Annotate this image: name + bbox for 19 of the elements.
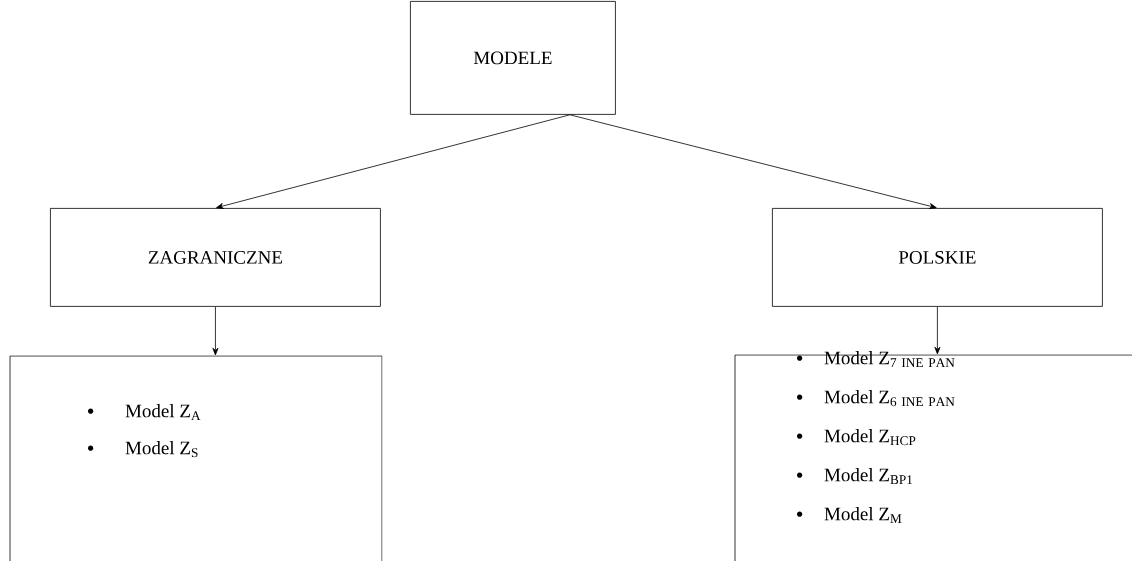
list-item: Model Z$_{HCP}$ [824, 429, 916, 446]
box-label: MODELE [473, 51, 552, 65]
list-item: $\mathrm{Model\ Z}_{\mathrm{7\ INE\ PAN}}$ [824, 351, 955, 367]
category-box [410, 1, 616, 115]
list-item: Model Z$_{S}$ [125, 441, 198, 458]
category-box [50, 208, 381, 307]
list-item: $\mathrm{Model\ Z}_{\mathrm{6\ INE\ PAN}}$ [824, 390, 955, 407]
list-item: Model Z$_{M}$ [824, 507, 902, 523]
list-box [734, 351, 1132, 561]
arrow [212, 306, 219, 356]
box-label: ZAGRANICZNE [148, 251, 282, 264]
category-box [772, 208, 1103, 307]
arrow [934, 306, 941, 355]
arrow [569, 114, 937, 209]
box-label: POLSKIE [898, 251, 976, 264]
list-item: Model Z$_{A}$ [125, 404, 201, 420]
list-box [9, 355, 383, 561]
arrow [216, 114, 571, 209]
list-item: Model Z$_{BP1}$ [824, 468, 913, 485]
